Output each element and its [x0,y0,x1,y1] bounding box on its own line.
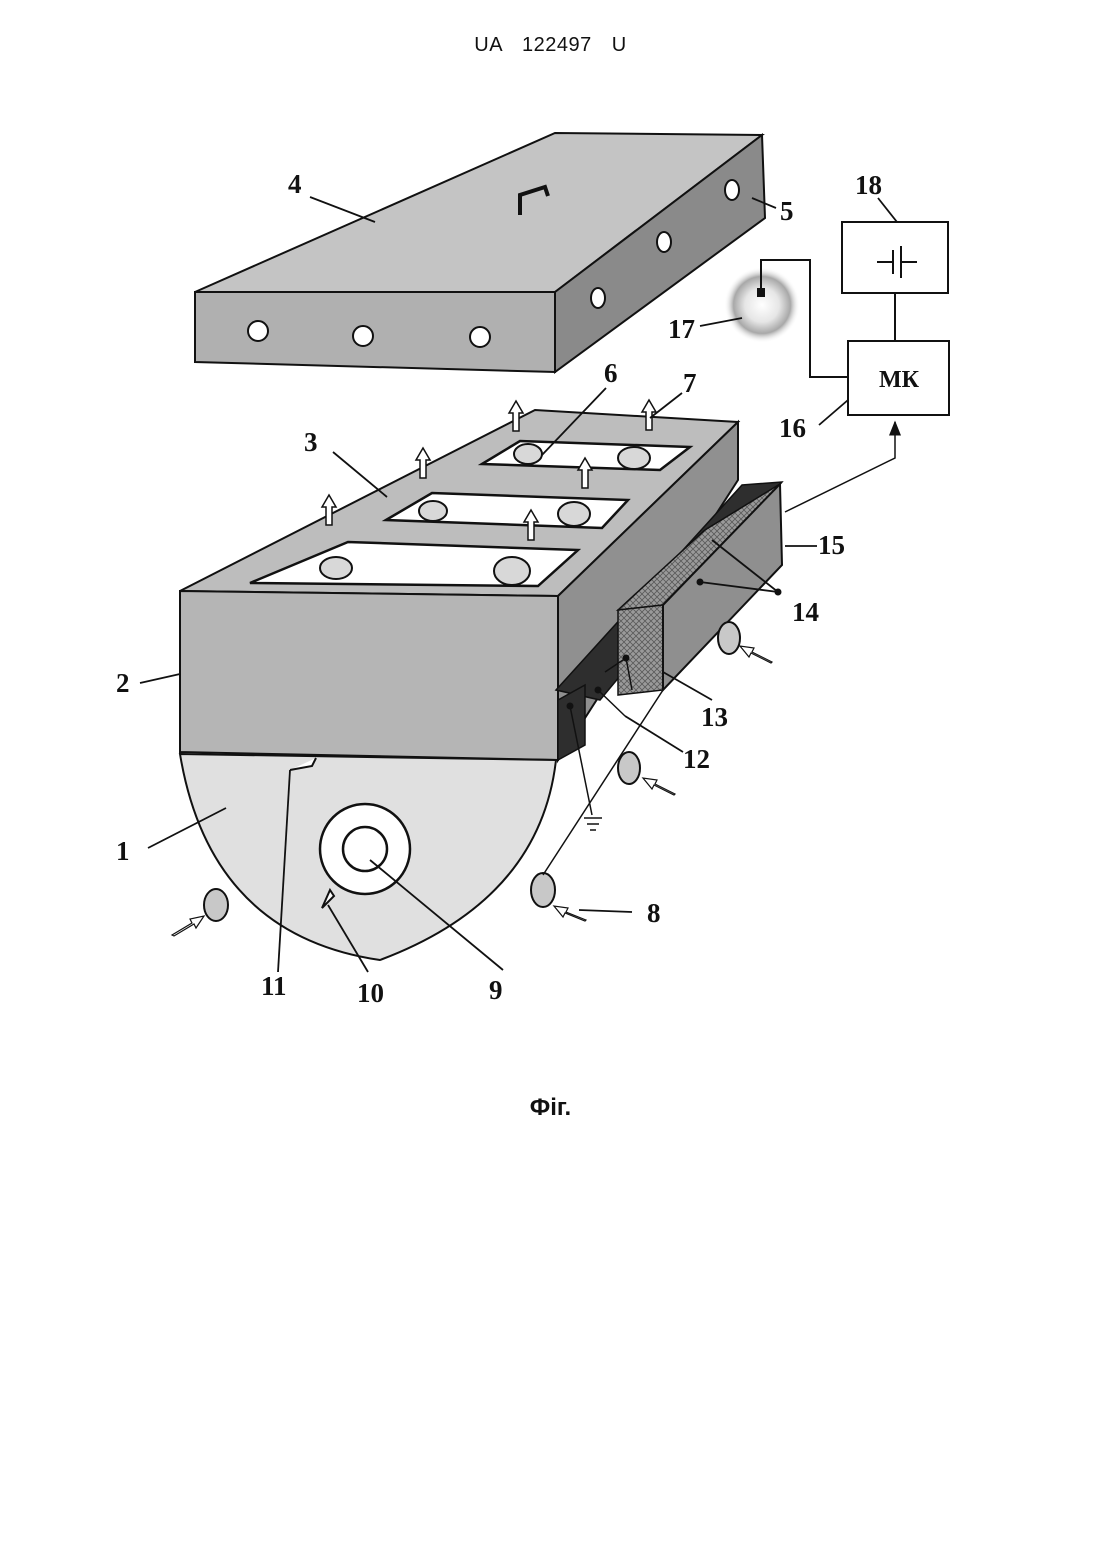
label-12: 12 [683,744,710,774]
label-3: 3 [304,427,318,457]
label-2: 2 [116,668,130,698]
label-15: 15 [818,530,845,560]
label-4: 4 [288,169,302,199]
label-7: 7 [683,368,697,398]
label-11: 11 [261,971,287,1001]
patent-figure: МК 4 5 18 17 6 7 16 3 15 14 2 13 [0,0,1101,1100]
figure-caption: Фіг. [0,1094,1101,1122]
battery-block [842,222,948,293]
label-16: 16 [779,413,806,443]
label-17: 17 [668,314,695,344]
label-6: 6 [604,358,618,388]
label-13: 13 [701,702,728,732]
label-14: 14 [792,597,819,627]
label-9: 9 [489,975,503,1005]
label-5: 5 [780,196,794,226]
control-circuit: МК [724,222,949,512]
label-8: 8 [647,898,661,928]
label-1: 1 [116,836,130,866]
mk-label: МК [879,367,920,393]
label-10: 10 [357,978,384,1008]
label-18: 18 [855,170,882,200]
